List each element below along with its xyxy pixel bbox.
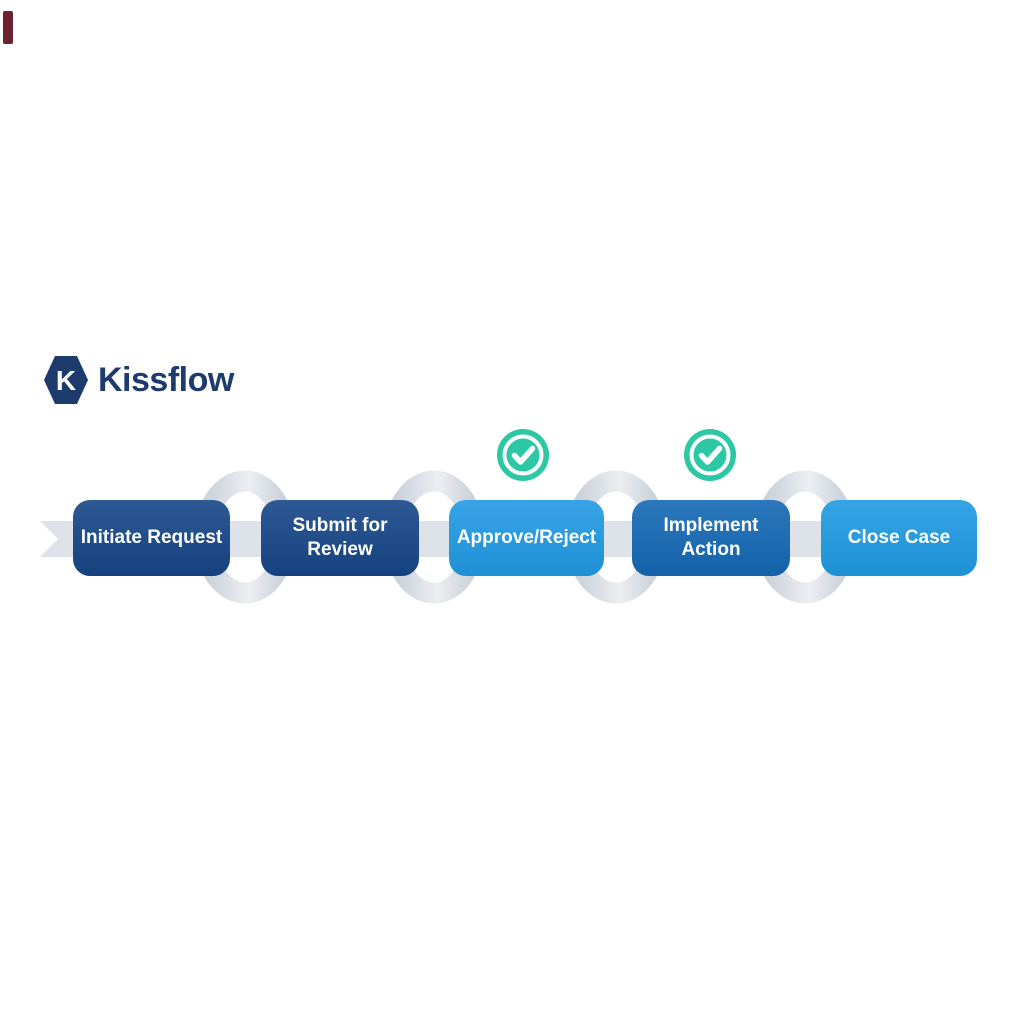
check-badge — [682, 427, 738, 483]
logo-letter: K — [56, 365, 76, 396]
kissflow-hexagon-icon: K — [44, 356, 88, 404]
step-label: Approve/Reject — [456, 527, 597, 549]
brand-name: Kissflow — [98, 361, 234, 399]
corner-mark — [3, 11, 13, 44]
step-approve-reject[interactable]: Approve/Reject — [449, 500, 604, 576]
step-label: Implement Action — [663, 515, 759, 560]
step-submit-for-review[interactable]: Submit for Review — [261, 500, 419, 576]
brand-logo: K Kissflow — [44, 356, 234, 404]
step-implement-action[interactable]: Implement Action — [632, 500, 790, 576]
step-label: Initiate Request — [80, 527, 223, 549]
step-label: Close Case — [847, 527, 951, 549]
checkmark-icon — [495, 427, 551, 483]
step-initiate-request[interactable]: Initiate Request — [73, 500, 230, 576]
checkmark-icon — [682, 427, 738, 483]
step-label: Submit for Review — [292, 515, 388, 560]
check-badge — [495, 427, 551, 483]
step-close-case[interactable]: Close Case — [821, 500, 977, 576]
